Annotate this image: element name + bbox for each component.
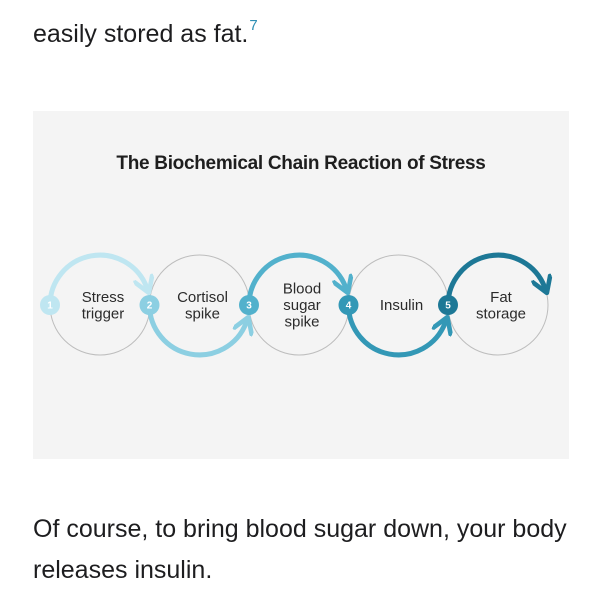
step-label-5-line-2: storage (476, 305, 526, 322)
step-number-1: 1 (47, 301, 53, 312)
step-arc-5 (445, 252, 545, 308)
step-badge-4 (338, 295, 359, 315)
step-number-3: 3 (246, 301, 252, 312)
step-label-4-line-1: Insulin (380, 297, 423, 314)
step-label-2-line-2: spike (185, 305, 220, 322)
step-label-1-line-1: Stress (82, 289, 125, 306)
step-arc-4 (346, 302, 446, 358)
diagram-title: The Biochemical Chain Reaction of Stress (116, 153, 485, 174)
step-arc-3 (246, 252, 346, 308)
diagram-figure: The Biochemical Chain Reaction of Stress… (33, 111, 569, 459)
step-badge-1 (40, 295, 60, 315)
paragraph-bottom: Of course, to bring blood sugar down, yo… (33, 515, 567, 584)
step-number-5: 5 (445, 301, 451, 312)
paragraph-top: easily stored as fat.7 (33, 5, 258, 55)
paragraph-top-text: easily stored as fat. (33, 20, 249, 48)
step-badge-5 (438, 295, 458, 315)
step-label-3-line-1: Blood (283, 281, 321, 298)
step-badge-3 (239, 295, 259, 315)
step-label-2-line-1: Cortisol (177, 289, 228, 306)
step-number-2: 2 (147, 301, 153, 312)
step-badge-2 (139, 295, 160, 315)
step-arc-2 (147, 302, 247, 358)
step-label-3-line-3: spike (284, 314, 319, 331)
chain-reaction-diagram: The Biochemical Chain Reaction of Stress… (40, 153, 569, 358)
step-label-1-line-2: trigger (82, 305, 125, 322)
step-label-5-line-1: Fat (490, 289, 513, 306)
step-number-4: 4 (346, 301, 352, 312)
step-label-3-line-2: sugar (283, 297, 321, 314)
footnote-link[interactable]: 7 (249, 17, 258, 34)
step-arc-1 (47, 252, 147, 308)
